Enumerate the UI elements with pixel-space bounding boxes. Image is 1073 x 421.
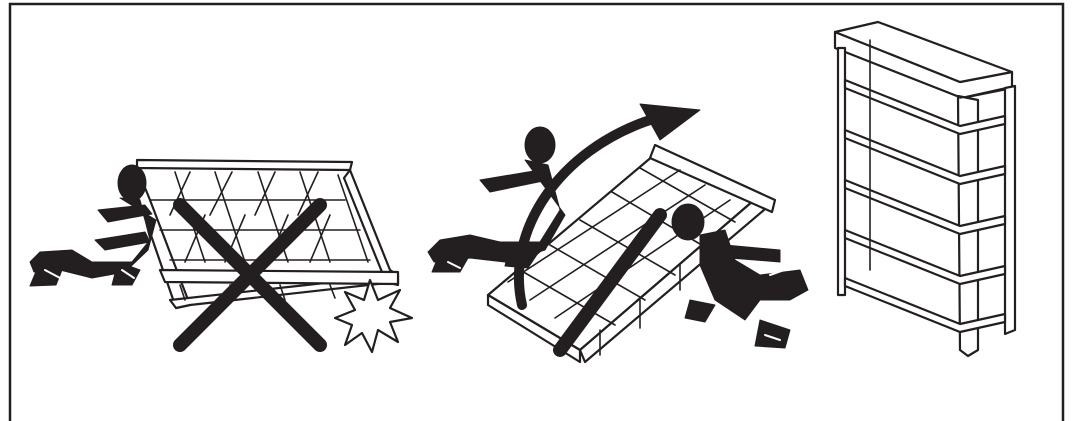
person-pushing-icon xyxy=(30,165,156,286)
panel-wrong-method xyxy=(30,160,412,352)
panel-correct-method xyxy=(428,104,808,362)
panel-upright-result xyxy=(835,22,1015,356)
impact-starburst-icon xyxy=(335,280,412,352)
bookshelf-icon xyxy=(835,22,1015,356)
